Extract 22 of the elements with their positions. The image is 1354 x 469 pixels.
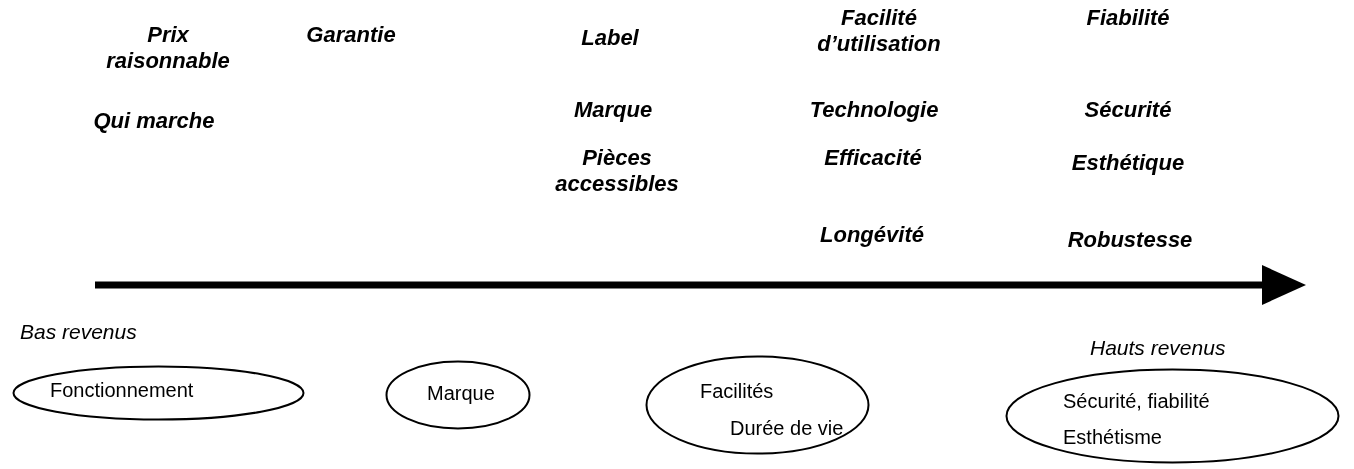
criterion-label: Label bbox=[580, 25, 640, 51]
income-label: Hauts revenus bbox=[1090, 336, 1226, 360]
node-text: Sécurité, fiabilité bbox=[1063, 390, 1210, 413]
criterion-label: Prix raisonnable bbox=[105, 22, 231, 74]
criterion-label: Qui marche bbox=[92, 108, 216, 134]
criterion-label: Marque bbox=[572, 97, 654, 123]
criterion-label: Pièces accessibles bbox=[554, 145, 680, 197]
node-text: Marque bbox=[427, 382, 495, 405]
criterion-label: Fiabilité bbox=[1085, 5, 1171, 31]
node-text: Fonctionnement bbox=[50, 379, 194, 402]
criterion-label: Longévité bbox=[819, 222, 925, 248]
criterion-label: Sécurité bbox=[1083, 97, 1173, 123]
criterion-label: Garantie bbox=[305, 22, 397, 48]
criterion-label: Facilité d’utilisation bbox=[816, 5, 942, 57]
node-text: Durée de vie bbox=[730, 417, 844, 440]
criterion-label: Robustesse bbox=[1066, 227, 1194, 253]
criterion-label: Esthétique bbox=[1070, 150, 1186, 176]
criterion-label: Efficacité bbox=[823, 145, 923, 171]
node-text: Esthétisme bbox=[1063, 426, 1162, 449]
income-label: Bas revenus bbox=[20, 320, 137, 344]
node-text: Facilités bbox=[700, 380, 774, 403]
criterion-label: Technologie bbox=[808, 97, 940, 123]
